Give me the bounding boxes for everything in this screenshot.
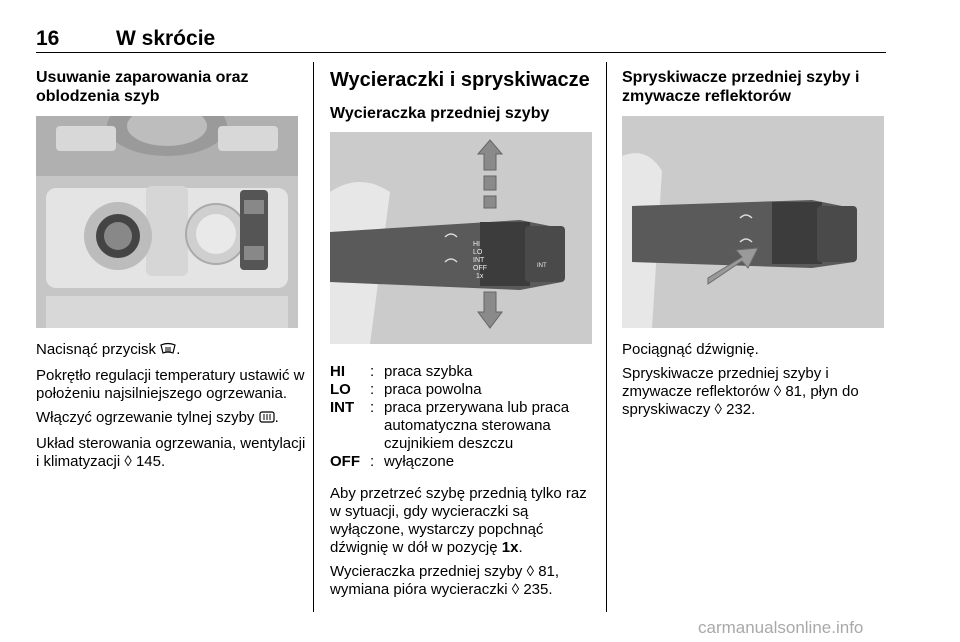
text-1x: 1x: [501, 539, 519, 556]
watermark-footer: carmanualsonline.info: [698, 618, 864, 637]
page-ref-icon: ◊: [526, 563, 535, 580]
paragraph-single-wipe: Aby przetrzeć szybę przednią tylko raz w…: [330, 485, 595, 557]
column-washers-text: Pociągnąć dźwignię. Spryskiwacze przedni…: [622, 341, 887, 425]
page-header-title: W skrócie: [116, 27, 216, 50]
section-heading-wipers: Wycieraczki i spryskiwacze: [330, 69, 590, 91]
text-front-wiper: Wycieraczka przedniej szyby: [330, 563, 523, 580]
lever-label-off: OFF: [473, 265, 487, 272]
rear-window-heating-icon: [258, 410, 275, 429]
section-heading-washers: Spryskiwacze przedniej szyby i zmywacze …: [622, 69, 860, 105]
def-sep: :: [370, 453, 375, 470]
def-value: wyłączone: [384, 453, 455, 470]
paragraph-washer-refs: Spryskiwacze przedniej szyby i zmywacze …: [622, 365, 887, 419]
def-key: INT: [330, 399, 355, 416]
page-ref-link[interactable]: 145.: [135, 453, 166, 470]
def-key: LO: [330, 381, 351, 398]
text-single-wipe-end: .: [518, 539, 523, 556]
def-value: praca przerywana lub praca automatyczna …: [384, 399, 570, 452]
page-ref-icon: ◊: [124, 453, 132, 470]
lever-label-1x: 1x: [476, 273, 484, 280]
column-defrost: Usuwanie zaparowania oraz oblodzenia szy…: [36, 62, 301, 106]
def-key: HI: [330, 363, 345, 380]
def-row-int: INT : praca przerywana lub praca automat…: [330, 399, 595, 453]
windshield-defrost-icon: [160, 342, 176, 361]
text-single-wipe: Aby przetrzeć szybę przednią tylko raz w…: [330, 485, 587, 556]
text-rear-heating: Włączyć ogrzewanie tylnej szyby: [36, 409, 255, 426]
paragraph-defrost-button: Nacisnąć przycisk .: [36, 341, 306, 361]
text-press-button: Nacisnąć przycisk: [36, 341, 157, 358]
paragraph-wiper-refs: Wycieraczka przedniej szyby ◊ 81, wymian…: [330, 563, 595, 599]
section-heading-defrost: Usuwanie zaparowania oraz oblodzenia szy…: [36, 69, 249, 105]
column-washers: Spryskiwacze przedniej szyby i zmywacze …: [622, 62, 887, 106]
column-divider-2: [606, 62, 607, 612]
def-sep: :: [370, 399, 375, 416]
page-ref-link[interactable]: 235.: [523, 581, 553, 598]
wiper-lever-image: HI LO INT OFF 1x INT: [330, 132, 592, 344]
paragraph-pull-lever: Pociągnąć dźwignię.: [622, 341, 759, 358]
header-rule: [36, 52, 886, 53]
def-sep: :: [370, 381, 375, 398]
column-divider-1: [313, 62, 314, 612]
text-rear-heating-end: .: [274, 409, 279, 426]
text-press-button-end: .: [176, 341, 181, 358]
lever-label-int: INT: [473, 257, 485, 264]
paragraph-rear-window: Włączyć ogrzewanie tylnej szyby .: [36, 409, 306, 429]
climate-panel-image: [36, 116, 298, 328]
page-ref-icon: ◊: [714, 401, 722, 418]
page-ref-icon: ◊: [773, 383, 782, 400]
def-value: praca powolna: [384, 381, 482, 398]
lever-label-auto-int: INT: [537, 263, 547, 269]
text-climate-system: Układ sterowania ogrzewania, wentylacji …: [36, 435, 306, 470]
def-key: OFF: [330, 453, 360, 470]
paragraph-climate-ref: Układ sterowania ogrzewania, wentylacji …: [36, 435, 306, 471]
text-blade-change: wymiana pióra wycieraczki: [330, 581, 508, 598]
lever-label-hi: HI: [473, 241, 480, 248]
lever-label-lo: LO: [473, 249, 483, 256]
text-washers: Spryskiwacze przedniej szyby i zmywacze …: [622, 365, 829, 400]
column-defrost-text: Nacisnąć przycisk . Pokrętło regulacji t…: [36, 341, 306, 477]
def-row-hi: HI : praca szybka: [330, 363, 595, 381]
page-ref-link[interactable]: 81,: [538, 563, 560, 580]
wiper-definitions-table: HI : praca szybka LO : praca powolna INT…: [330, 363, 595, 471]
def-sep: :: [370, 363, 375, 380]
paragraph-temperature: Pokrętło regulacji temperatury ustawić w…: [36, 367, 305, 402]
def-row-lo: LO : praca powolna: [330, 381, 595, 399]
page-number: 16: [36, 27, 60, 50]
wiper-positions: HI : praca szybka LO : praca powolna INT…: [330, 363, 595, 605]
column-wipers: Wycieraczki i spryskiwacze Wycieraczka p…: [330, 62, 595, 123]
page-ref-icon: ◊: [511, 581, 520, 598]
page-ref-link[interactable]: 232.: [726, 401, 756, 418]
subheading-front-wiper: Wycieraczka przedniej szyby: [330, 105, 550, 122]
page-ref-link[interactable]: 81,: [785, 383, 807, 400]
washer-lever-image: [622, 116, 884, 328]
def-row-off: OFF : wyłączone: [330, 453, 595, 471]
text-washer-fluid: płyn do spryskiwaczy: [622, 383, 859, 418]
def-value: praca szybka: [384, 363, 473, 380]
